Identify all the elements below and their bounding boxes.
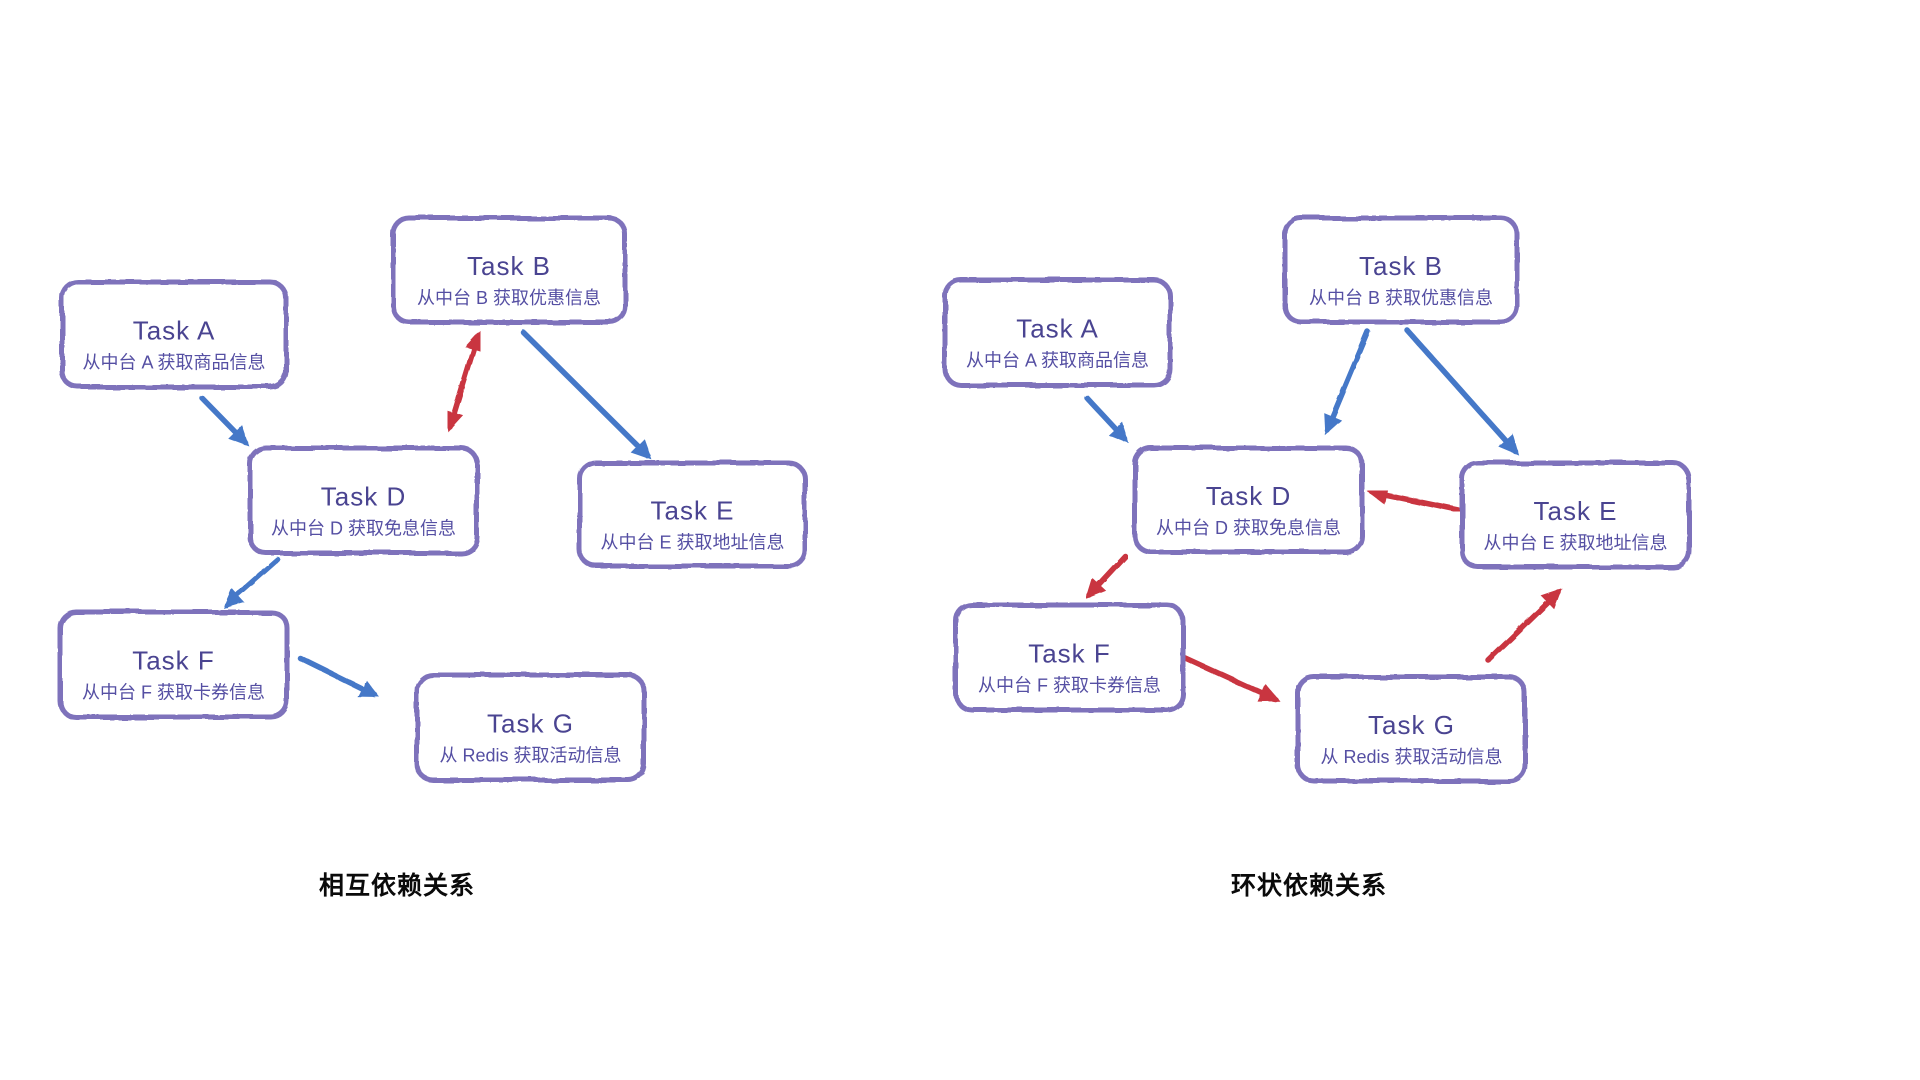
task-title-G: Task G xyxy=(487,709,574,739)
task-node-G: Task G 从 Redis 获取活动信息 xyxy=(414,672,647,783)
edge-F-G xyxy=(1180,654,1281,702)
task-title-G: Task G xyxy=(1368,710,1455,740)
task-title-D: Task D xyxy=(321,482,406,512)
edge-B-D-bidirectional xyxy=(445,329,483,433)
task-title-F: Task F xyxy=(1028,639,1111,669)
task-title-B: Task B xyxy=(467,251,551,281)
edge-B-D xyxy=(1323,329,1371,436)
task-subtitle-E: 从中台 E 获取地址信息 xyxy=(1483,533,1667,553)
task-title-E: Task E xyxy=(650,496,734,526)
task-box-E xyxy=(577,460,808,569)
edge-F-G xyxy=(297,655,380,698)
task-node-B: Task B 从中台 B 获取优惠信息 xyxy=(1282,215,1520,325)
task-subtitle-A: 从中台 A 获取商品信息 xyxy=(966,351,1149,371)
task-box-A xyxy=(942,277,1173,388)
task-subtitle-A: 从中台 A 获取商品信息 xyxy=(82,353,265,373)
task-node-D: Task D 从中台 D 获取免息信息 xyxy=(247,445,480,556)
task-node-B: Task B 从中台 B 获取优惠信息 xyxy=(390,215,628,325)
task-subtitle-B: 从中台 B 获取优惠信息 xyxy=(1309,288,1493,308)
task-title-A: Task A xyxy=(1016,314,1099,344)
task-box-E xyxy=(1459,460,1692,570)
edge-A-D xyxy=(199,395,250,447)
task-subtitle-E: 从中台 E 获取地址信息 xyxy=(600,533,784,553)
edge-D-F xyxy=(1085,553,1128,600)
edge-D-F xyxy=(222,557,281,609)
task-box-F xyxy=(57,609,290,720)
edge-B-E xyxy=(1404,327,1519,456)
edge-B-E xyxy=(520,329,652,460)
task-title-F: Task F xyxy=(132,646,215,676)
task-title-B: Task B xyxy=(1359,251,1443,281)
task-node-D: Task D 从中台 D 获取免息信息 xyxy=(1132,445,1365,555)
edge-A-D xyxy=(1084,395,1130,445)
task-subtitle-F: 从中台 F 获取卡券信息 xyxy=(82,683,265,703)
task-box-D xyxy=(247,445,480,556)
task-title-E: Task E xyxy=(1533,496,1617,526)
task-subtitle-D: 从中台 D 获取免息信息 xyxy=(1156,518,1341,538)
task-box-A xyxy=(59,279,289,390)
task-node-E: Task E 从中台 E 获取地址信息 xyxy=(577,460,808,569)
task-node-E: Task E 从中台 E 获取地址信息 xyxy=(1459,460,1692,570)
caption-mutual-dependency: 相互依赖关系 xyxy=(318,872,476,900)
task-node-A: Task A 从中台 A 获取商品信息 xyxy=(59,279,289,390)
task-subtitle-F: 从中台 F 获取卡券信息 xyxy=(978,676,1161,696)
task-subtitle-B: 从中台 B 获取优惠信息 xyxy=(417,288,601,308)
task-box-G xyxy=(414,672,647,783)
edge-G-E xyxy=(1485,588,1562,663)
task-node-F: Task F 从中台 F 获取卡券信息 xyxy=(57,609,290,720)
task-box-G xyxy=(1295,674,1528,784)
task-box-B xyxy=(1282,215,1520,325)
caption-circular-dependency: 环状依赖关系 xyxy=(1230,872,1388,900)
task-node-G: Task G 从 Redis 获取活动信息 xyxy=(1295,674,1528,784)
task-box-D xyxy=(1132,445,1365,555)
task-title-A: Task A xyxy=(133,316,216,346)
task-box-B xyxy=(390,215,628,325)
task-title-D: Task D xyxy=(1206,481,1291,511)
task-subtitle-G: 从 Redis 获取活动信息 xyxy=(439,746,621,766)
edge-E-D xyxy=(1366,485,1461,513)
task-box-F xyxy=(953,602,1186,713)
task-subtitle-D: 从中台 D 获取免息信息 xyxy=(271,519,456,539)
task-node-A: Task A 从中台 A 获取商品信息 xyxy=(942,277,1173,388)
task-subtitle-G: 从 Redis 获取活动信息 xyxy=(1320,747,1502,767)
task-node-F: Task F 从中台 F 获取卡券信息 xyxy=(953,602,1186,713)
